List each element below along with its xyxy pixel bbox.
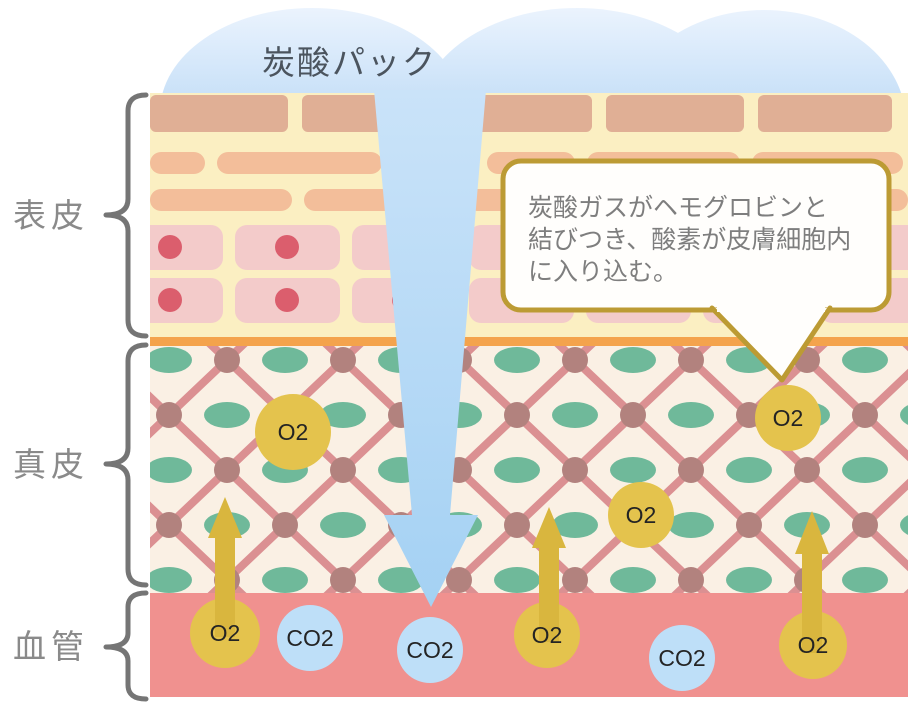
o2-label: O2 [798, 632, 829, 658]
vessel-label: 血管 [13, 628, 89, 665]
callout-text-line: 結びつき、酸素が皮膚細胞内 [528, 226, 851, 254]
co2-label: CO2 [658, 645, 705, 671]
collagen-lattice [150, 346, 908, 593]
co2-molecule [397, 617, 463, 683]
dermis-layer [150, 346, 908, 593]
co2-molecule [277, 605, 343, 671]
co2-label: CO2 [286, 625, 333, 651]
vessel-brace [103, 590, 149, 702]
o2-label: O2 [773, 405, 804, 431]
basement-membrane [150, 337, 908, 348]
dermis-label: 真皮 [13, 446, 89, 483]
layer-annotations: 表皮 真皮 血管 [13, 92, 149, 702]
callout-bubble [500, 158, 892, 313]
carbonic-pack [161, 8, 903, 96]
callout-text-line: 炭酸ガスがヘモグロビンと [528, 194, 828, 222]
callout: 炭酸ガスがヘモグロビンと 結びつき、酸素が皮膚細胞内 に入り込む。 [500, 158, 892, 383]
oxygen-up-arrow [532, 507, 566, 642]
epidermis-brace [103, 92, 149, 339]
callout-text-line: に入り込む。 [528, 258, 678, 286]
oxygen-up-arrow [208, 497, 242, 637]
dermis-brace [103, 342, 149, 588]
callout-tail [709, 305, 833, 383]
o2-molecule [255, 394, 331, 470]
o2-molecule [755, 385, 821, 451]
o2-label: O2 [532, 622, 563, 648]
o2-molecule [608, 482, 674, 548]
penetration-arrow [374, 90, 486, 607]
o2-label: O2 [626, 502, 657, 528]
o2-label: O2 [210, 620, 241, 646]
corneum-bricks [150, 95, 892, 132]
oxygen-up-arrow [795, 511, 829, 653]
pack-title: 炭酸パック [262, 44, 437, 81]
co2-label: CO2 [406, 637, 453, 663]
epidermis-label: 表皮 [13, 197, 89, 234]
o2-label: O2 [278, 419, 309, 445]
co2-molecule [649, 625, 715, 691]
